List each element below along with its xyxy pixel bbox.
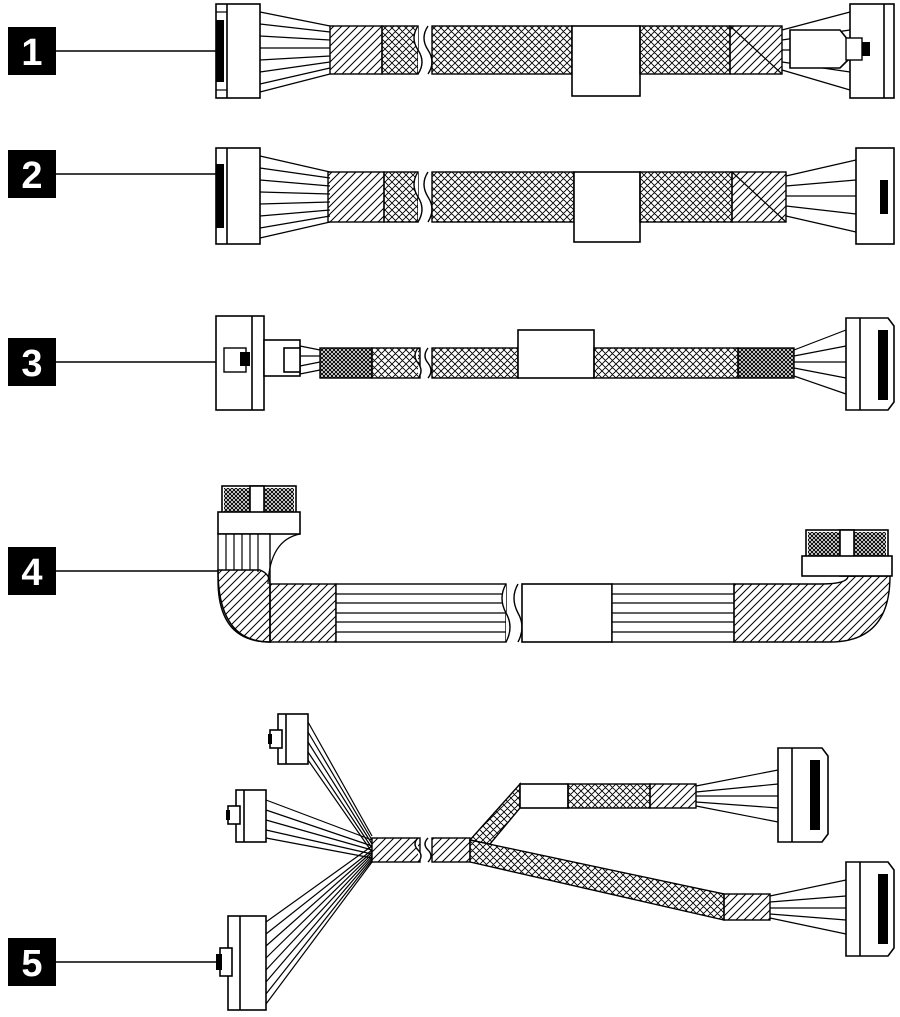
connector-right [845, 317, 895, 411]
connector-right [789, 3, 895, 99]
cable-label-tag [519, 783, 569, 809]
sleeve-diag [329, 25, 383, 75]
sleeve-diag [723, 893, 771, 921]
fanout-wires [265, 721, 373, 1005]
break-mark [501, 583, 511, 643]
sleeve-dense [319, 347, 373, 379]
connector-upper-right [777, 747, 829, 843]
cable-4: 4 [8, 485, 893, 643]
cable-5: 5 [8, 713, 895, 1011]
sleeve-diag [269, 583, 337, 643]
wires-left [259, 155, 331, 239]
wires-lower-right [769, 879, 847, 935]
break-mark [414, 837, 422, 863]
sleeve-cross [431, 171, 575, 223]
connector-right [855, 147, 895, 245]
callout-label-5: 5 [21, 943, 42, 985]
wires-left [299, 345, 321, 375]
connector-left [215, 3, 261, 99]
cable-label-tag [573, 171, 641, 243]
cable-label-tag [571, 25, 641, 97]
callout-badge-3 [8, 338, 56, 386]
sleeve-cross [383, 171, 419, 223]
connector-small-mid [226, 789, 267, 843]
connector-left [215, 147, 261, 245]
connector-left [215, 315, 301, 411]
sleeve-dense [737, 347, 795, 379]
connector-top-right [801, 529, 893, 577]
callout-badge-4 [8, 547, 56, 595]
sleeve-cross [431, 25, 573, 75]
sleeve-diag [431, 837, 471, 863]
sleeve-diag [733, 575, 891, 643]
callout-label-1: 1 [21, 32, 42, 74]
sleeve-diag [217, 569, 271, 643]
branch-upper [468, 782, 521, 845]
callout-label-3: 3 [21, 343, 42, 385]
connector-small-top [268, 713, 309, 765]
sleeve-diag [371, 837, 421, 863]
wires-right [793, 329, 847, 395]
sleeve-cross [593, 347, 739, 379]
callout-label-2: 2 [21, 155, 42, 197]
sleeve-cross [639, 171, 733, 223]
sleeve-cross [567, 783, 651, 809]
cable-1: 1 [8, 3, 895, 99]
cable-label-tag [517, 329, 595, 379]
ribbon-wires-left [335, 583, 507, 643]
sleeve-cross [639, 25, 731, 75]
callout-label-4: 4 [21, 552, 42, 594]
ribbon-wires-right [611, 583, 735, 643]
sleeve-cross [431, 347, 519, 379]
break-mark [414, 347, 422, 379]
wires-upper-right [695, 769, 779, 823]
sleeve-cross [371, 347, 421, 379]
connector-top-left [217, 485, 301, 535]
connector-lower-right [845, 861, 895, 957]
sleeve-diag [649, 783, 697, 809]
break-mark [413, 25, 423, 75]
callout-badge-2 [8, 150, 56, 198]
sleeve-diag [327, 171, 385, 223]
callout-badge-5 [8, 938, 56, 986]
cable-label-tag [521, 583, 613, 643]
branch-lower [469, 839, 725, 921]
wires-right [785, 159, 857, 233]
cable-2: 2 [8, 147, 895, 245]
wires-left [259, 11, 331, 93]
callout-badge-1 [8, 27, 56, 75]
cable-3: 3 [8, 315, 895, 411]
break-mark [413, 171, 423, 223]
sleeve-cross [381, 25, 419, 75]
connector-large-bottom [216, 915, 267, 1011]
